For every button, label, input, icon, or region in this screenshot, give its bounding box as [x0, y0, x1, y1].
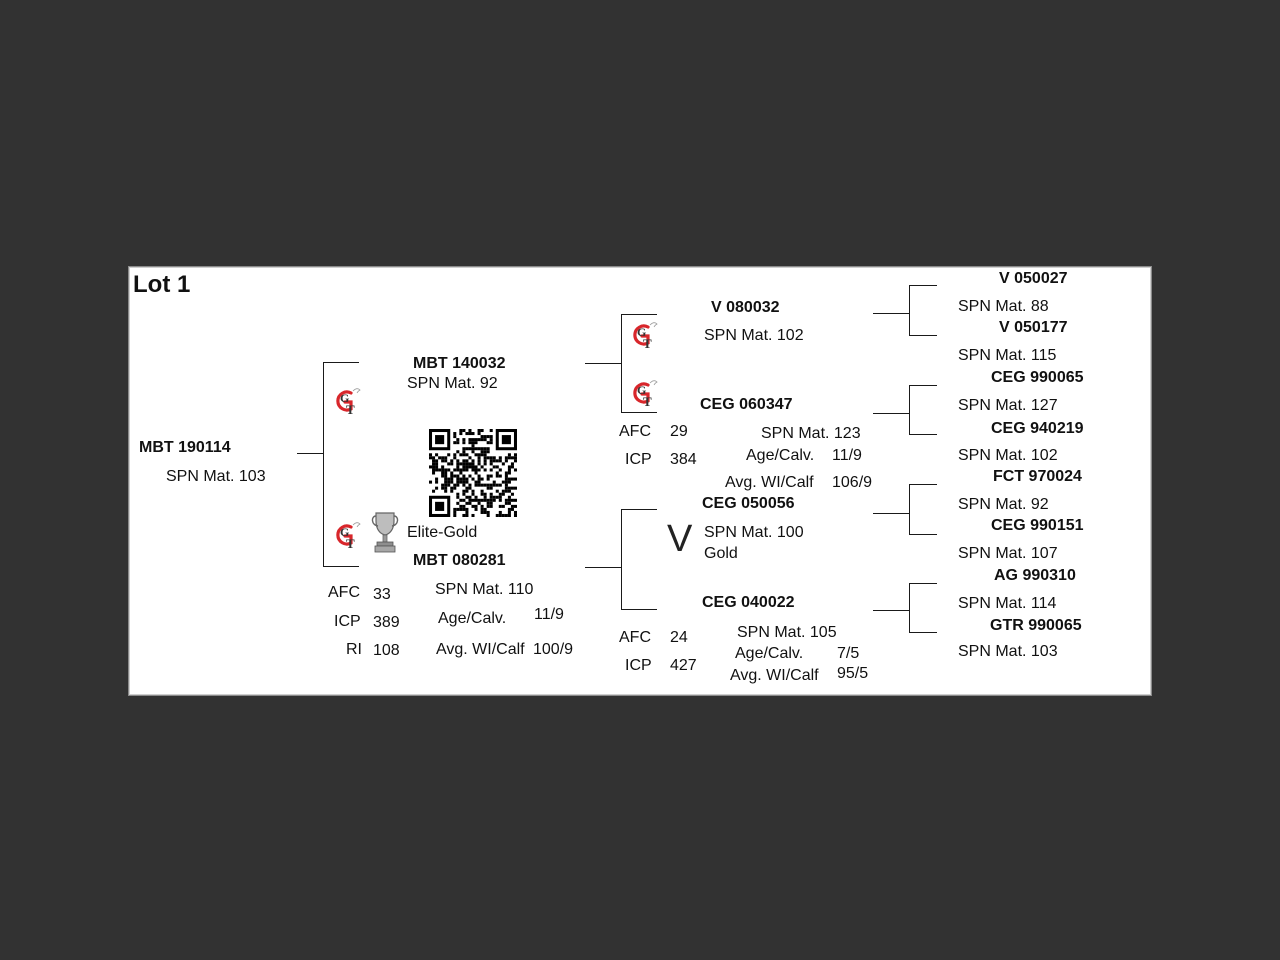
g3-spn: SPN Mat. 115 — [958, 347, 1057, 364]
dam-ri-value: 108 — [373, 642, 400, 659]
connector-line — [909, 285, 937, 286]
connector-line — [297, 453, 323, 454]
connector-line — [873, 513, 909, 514]
qr-code — [429, 429, 517, 517]
connector-line — [621, 412, 657, 413]
sd-id: CEG 060347 — [700, 396, 793, 413]
gt-logo-icon — [331, 519, 363, 551]
connector-line — [909, 583, 937, 584]
dd-id: CEG 040022 — [702, 594, 795, 611]
sd-avg-label: Avg. WI/Calf — [725, 474, 814, 491]
sire-spn: SPN Mat. 92 — [407, 375, 498, 392]
connector-line — [909, 385, 937, 386]
ss-id: V 080032 — [711, 299, 780, 316]
sd-age-value: 11/9 — [832, 447, 862, 464]
dd-icp-value: 427 — [670, 657, 697, 674]
g3-id: AG 990310 — [994, 567, 1076, 584]
g3-spn: SPN Mat. 103 — [958, 643, 1058, 660]
connector-line — [621, 314, 622, 412]
dam-id: MBT 080281 — [413, 552, 506, 569]
g3-spn: SPN Mat. 127 — [958, 397, 1058, 414]
dd-icp-label: ICP — [625, 657, 652, 674]
connector-line — [909, 534, 937, 535]
dam-age-value: 11/9 — [534, 606, 564, 623]
g3-spn: SPN Mat. 88 — [958, 298, 1049, 315]
dd-avg-label: Avg. WI/Calf — [730, 667, 819, 684]
connector-line — [585, 363, 621, 364]
connector-line — [873, 413, 909, 414]
connector-line — [873, 610, 909, 611]
connector-line — [873, 313, 909, 314]
sire-id: MBT 140032 — [413, 355, 506, 372]
dd-avg-value: 95/5 — [837, 665, 869, 682]
g3-id: V 050177 — [999, 319, 1068, 336]
dam-ri-label: RI — [346, 641, 362, 658]
g3-spn: SPN Mat. 92 — [958, 496, 1049, 513]
sd-afc-label: AFC — [619, 423, 651, 440]
connector-line — [621, 509, 657, 510]
connector-line — [323, 362, 359, 363]
connector-line — [585, 567, 621, 568]
dd-spn: SPN Mat. 105 — [737, 624, 837, 641]
g3-spn: SPN Mat. 102 — [958, 447, 1058, 464]
connector-line — [909, 484, 910, 534]
sd-afc-value: 29 — [670, 423, 688, 440]
ds-id: CEG 050056 — [702, 495, 795, 512]
g3-id: V 050027 — [999, 270, 1068, 287]
connector-line — [909, 583, 910, 632]
dam-award: Elite-Gold — [407, 524, 478, 541]
connector-line — [909, 434, 937, 435]
dam-spn: SPN Mat. 110 — [435, 581, 534, 598]
sd-spn: SPN Mat. 123 — [761, 425, 861, 442]
g3-spn: SPN Mat. 107 — [958, 545, 1058, 562]
dd-afc-value: 24 — [670, 629, 688, 646]
ds-award: Gold — [704, 545, 738, 562]
connector-line — [909, 484, 937, 485]
sd-icp-label: ICP — [625, 451, 652, 468]
gt-logo-icon — [628, 319, 660, 351]
sd-avg-value: 106/9 — [832, 474, 873, 491]
gt-logo-icon — [331, 385, 363, 417]
g3-id: CEG 990151 — [991, 517, 1084, 534]
g3-id: GTR 990065 — [990, 617, 1082, 634]
connector-line — [909, 285, 910, 335]
dam-afc-label: AFC — [328, 584, 360, 601]
connector-line — [323, 566, 359, 567]
g3-id: CEG 990065 — [991, 369, 1084, 386]
dd-afc-label: AFC — [619, 629, 651, 646]
dam-icp-label: ICP — [334, 613, 361, 630]
lot-title: Lot 1 — [133, 271, 191, 298]
connector-line — [621, 314, 657, 315]
dam-icp-value: 389 — [373, 614, 400, 631]
ds-spn: SPN Mat. 100 — [704, 524, 804, 541]
dam-afc-value: 33 — [373, 586, 391, 603]
trophy-icon — [371, 512, 399, 553]
ss-spn: SPN Mat. 102 — [704, 327, 804, 344]
connector-line — [621, 509, 622, 609]
g3-id: CEG 940219 — [991, 420, 1084, 437]
dd-age-label: Age/Calv. — [735, 645, 804, 662]
pedigree-card: Lot 1 MBT 190114 SPN Mat. 103 MBT 140032… — [128, 266, 1152, 696]
dam-avg-value: 100/9 — [533, 641, 574, 658]
dam-age-label: Age/Calv. — [438, 610, 507, 627]
g3-id: FCT 970024 — [993, 468, 1082, 485]
connector-line — [621, 609, 657, 610]
gt-logo-icon — [628, 377, 660, 409]
ds-mark: V — [667, 518, 693, 560]
sd-age-label: Age/Calv. — [746, 447, 815, 464]
animal-id: MBT 190114 — [139, 439, 231, 456]
dam-avg-label: Avg. WI/Calf — [436, 641, 525, 658]
connector-line — [909, 632, 937, 633]
dd-age-value: 7/5 — [837, 645, 860, 662]
connector-line — [909, 385, 910, 434]
g3-spn: SPN Mat. 114 — [958, 595, 1057, 612]
sd-icp-value: 384 — [670, 451, 697, 468]
connector-line — [909, 335, 937, 336]
connector-line — [323, 362, 324, 566]
animal-spn: SPN Mat. 103 — [166, 468, 266, 485]
